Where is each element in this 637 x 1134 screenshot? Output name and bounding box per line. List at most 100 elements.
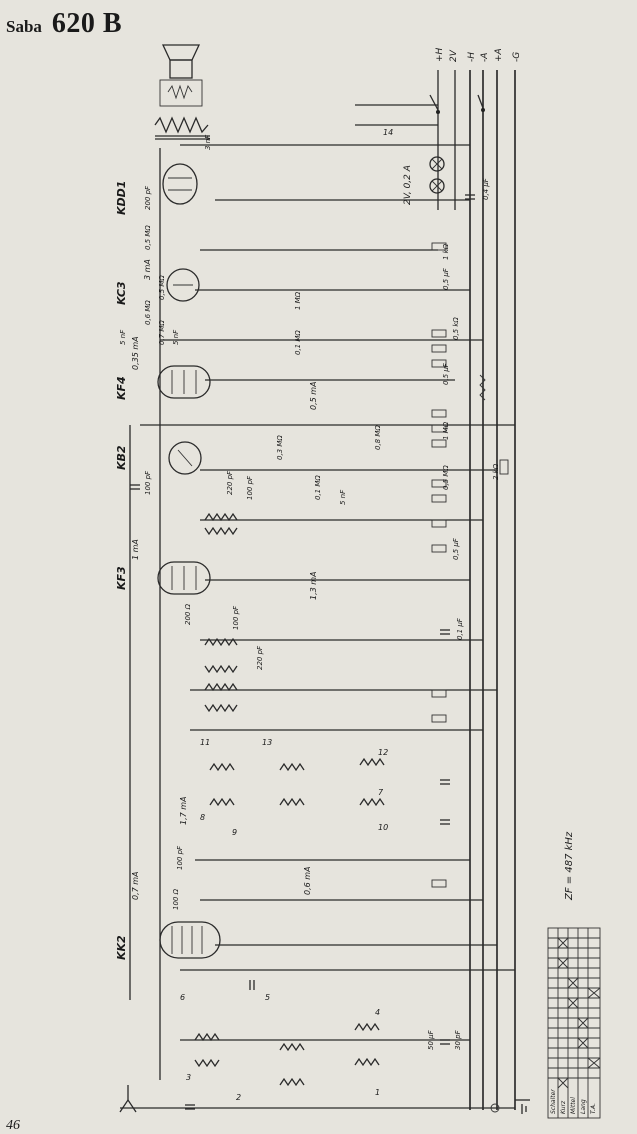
component-label: 0,3 MΩ xyxy=(276,435,284,460)
tube-kk2: KK2 xyxy=(115,921,221,960)
switch-number: 10 xyxy=(378,823,388,832)
component-label: 0,7 MΩ xyxy=(158,320,166,345)
terminal-plus-h: +H xyxy=(435,47,445,62)
supply-terminal-labels: +H 2V -H -A +A -G xyxy=(435,47,522,62)
terminal-minus-g: -G xyxy=(512,52,522,62)
switch-number: 2 xyxy=(236,1093,241,1102)
tube-kk2-label: KK2 xyxy=(115,935,128,960)
component-label: 0,5 MΩ xyxy=(442,465,450,490)
tube-kf4-label: KF4 xyxy=(115,376,128,400)
component-label: 50 µF xyxy=(427,1029,435,1050)
switch-contact-numbers: 13 12 11 10 9 8 7 6 5 4 3 2 1 xyxy=(180,738,388,1102)
switch-number: 5 xyxy=(265,993,270,1002)
current-label: 0,7 mA xyxy=(131,871,140,900)
component-label: 0,8 MΩ xyxy=(374,425,382,450)
current-label: 1 mA xyxy=(131,539,140,560)
brand-name: Saba xyxy=(6,17,42,36)
switch-table-row-label: Kurz xyxy=(560,1100,567,1114)
resistor-bank xyxy=(431,242,509,888)
switch-number: 7 xyxy=(378,788,384,797)
component-label: 200 pF xyxy=(144,185,152,210)
component-label: 200 Ω xyxy=(184,603,192,625)
component-label: 5 nF xyxy=(172,329,180,345)
component-label: 100 pF xyxy=(232,605,240,630)
component-label: 0,1 MΩ xyxy=(294,330,302,355)
component-label: 1 MΩ xyxy=(294,291,302,310)
loudspeaker xyxy=(159,44,203,107)
switch-number: 3 xyxy=(186,1073,191,1082)
tube-kc3: KC3 xyxy=(115,268,200,305)
switch-number: 6 xyxy=(180,993,185,1002)
component-label: 0,1 MΩ xyxy=(314,475,322,500)
terminal-minus-a: -A xyxy=(480,53,490,62)
tube-kb2: KB2 xyxy=(115,441,202,475)
power-switches: 14 xyxy=(355,94,485,137)
terminal-2v: 2V xyxy=(449,49,459,62)
component-label: 0,5 MΩ xyxy=(144,225,152,250)
current-label: 0,5 mA xyxy=(309,381,318,410)
tube-kdd1: KDD1 xyxy=(115,163,198,215)
tube-kf3: KF3 xyxy=(115,561,211,595)
component-label: 0,5 µF xyxy=(442,267,450,290)
current-label: 0,35 mA xyxy=(131,336,140,370)
tube-kc3-label: KC3 xyxy=(115,281,128,305)
capacitors xyxy=(130,194,475,1110)
model-name: 620 B xyxy=(51,8,123,39)
output-transformer xyxy=(154,116,210,140)
component-label: 0,5 µF xyxy=(452,537,460,560)
component-label: 0,5 kΩ xyxy=(452,317,460,340)
switch-table-row-label: Schalter xyxy=(550,1089,557,1114)
current-label: 1,7 mA xyxy=(179,796,188,825)
component-label: 0,5 µF xyxy=(442,362,450,385)
switch-number: 13 xyxy=(262,738,272,747)
component-label: 5 nF xyxy=(119,329,127,345)
component-label: 220 pF xyxy=(226,470,234,495)
coils xyxy=(194,512,385,1087)
pilot-lamps: 2V, 0,2 A xyxy=(403,156,445,205)
component-label: 0,6 MΩ xyxy=(144,300,152,325)
component-label: 1 kΩ xyxy=(442,243,450,260)
switch-number: 8 xyxy=(200,813,205,822)
terminal-plus-a: +A xyxy=(494,48,504,62)
switch-number: 1 xyxy=(375,1088,380,1097)
antenna-ground xyxy=(119,1085,530,1114)
tube-kf4: KF4 xyxy=(115,365,211,400)
component-label: 220 pF xyxy=(256,645,264,670)
terminal-minus-h: -H xyxy=(467,52,477,62)
switch-number: 11 xyxy=(200,738,210,747)
if-note: ZF = 487 kHz xyxy=(564,831,575,901)
switch-number: 4 xyxy=(375,1008,380,1017)
tube-kb2-label: KB2 xyxy=(115,445,128,470)
switch-table: Schalter Kurz Mittel Lang T.A. xyxy=(547,927,601,1119)
switch-table-row-label: Lang xyxy=(580,1099,587,1114)
main-wiring xyxy=(120,144,515,1109)
page-header: Saba 620 B xyxy=(6,8,122,40)
component-label: 5 nF xyxy=(339,489,347,505)
component-label: 0,4 µF xyxy=(482,177,490,200)
svg-text:14: 14 xyxy=(383,128,393,137)
component-label: 100 Ω xyxy=(172,888,180,910)
switch-table-row-label: T.A. xyxy=(590,1103,597,1114)
component-label: 30 pF xyxy=(454,1029,462,1050)
switch-table-row-label: Mittel xyxy=(570,1097,577,1114)
current-label: 0,6 mA xyxy=(303,866,312,895)
current-labels: 1,7 mA 0,7 mA 0,6 mA 1 mA 1,3 mA 0,5 mA … xyxy=(131,259,318,900)
supply-rails xyxy=(437,70,516,1110)
component-label: 0,1 µF xyxy=(456,617,464,640)
switch-number: 12 xyxy=(378,748,388,757)
tube-kf3-label: KF3 xyxy=(115,566,128,590)
component-labels: 3 nF 200 pF 0,5 MΩ 1 MΩ 0,6 MΩ 0,5 MΩ 0,… xyxy=(119,134,500,1050)
component-label: 1 MΩ xyxy=(442,421,450,440)
component-label: 2 kΩ xyxy=(492,463,500,480)
switch-number: 9 xyxy=(232,828,237,837)
current-label: 3 mA xyxy=(143,259,152,280)
current-label: 1,3 mA xyxy=(309,571,318,600)
component-label: 100 pF xyxy=(176,845,184,870)
component-label: 3 nF xyxy=(204,134,212,150)
page-number: 46 xyxy=(6,1118,20,1133)
lamp-label: 2V, 0,2 A xyxy=(403,165,413,205)
component-label: 100 pF xyxy=(246,475,254,500)
component-label: 0,5 MΩ xyxy=(158,275,166,300)
tube-kdd1-label: KDD1 xyxy=(115,181,128,215)
